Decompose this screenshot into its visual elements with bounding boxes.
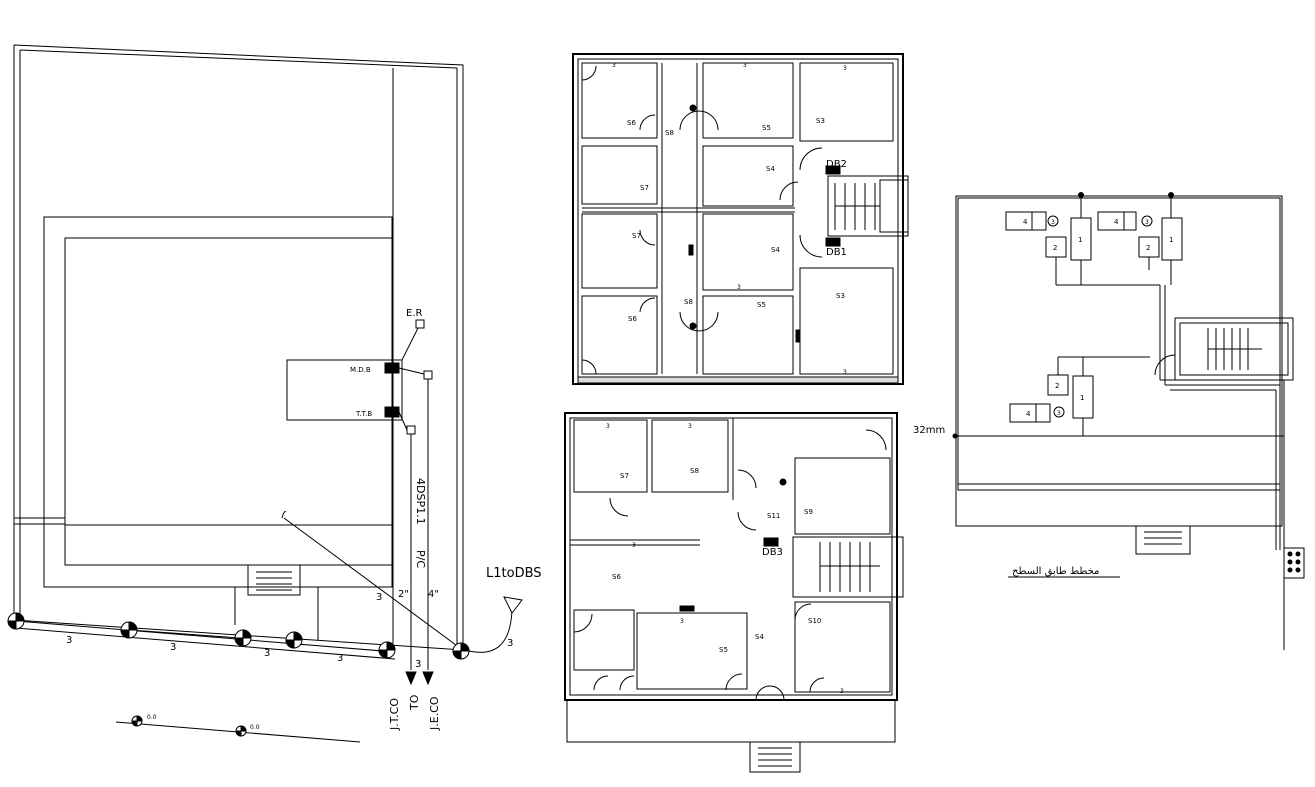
switch-label: S6 xyxy=(628,315,637,323)
db1-label: DB1 xyxy=(826,247,847,258)
unit-label: 2 xyxy=(1053,244,1057,252)
switch-label: S7 xyxy=(620,472,629,480)
to-label-2: J.E.CO xyxy=(428,696,441,731)
pipe-size-2: 4" xyxy=(428,589,439,600)
level-label-1: 0.0 xyxy=(147,714,157,721)
er-label: E.R xyxy=(406,308,422,319)
meter-box xyxy=(1283,547,1305,579)
pump-label: 3 xyxy=(1057,410,1061,417)
site-plan xyxy=(7,44,523,743)
first-floor-plan xyxy=(572,53,909,385)
mdb-room xyxy=(286,359,403,421)
circuit-number: 3 xyxy=(843,65,847,72)
roof-plan xyxy=(952,192,1305,650)
pole-markers xyxy=(7,612,470,660)
switch-label: S6 xyxy=(612,573,621,581)
to-label-1: J.T.CO xyxy=(388,698,401,731)
unit-label: 2 xyxy=(1055,382,1059,390)
pump-label: 3 xyxy=(1051,219,1055,226)
entrance-steps xyxy=(247,564,301,596)
switch-label: S11 xyxy=(767,512,780,520)
switch-label: S7 xyxy=(640,184,649,192)
pipe-size-label: 32mm xyxy=(913,425,945,436)
circuit-number: 3 xyxy=(843,369,847,376)
circuit-number: 3 xyxy=(840,688,844,695)
cable-label-2: P/C xyxy=(414,550,427,568)
unit-label: 2 xyxy=(1146,244,1150,252)
stair-block xyxy=(792,536,904,598)
segment-number: 3 xyxy=(170,642,176,653)
db2-label: DB2 xyxy=(826,159,847,170)
level-label-2: 0.0 xyxy=(250,724,260,731)
segment-number: 3 xyxy=(376,592,382,603)
switch-label: S5 xyxy=(757,301,766,309)
feed-arrow xyxy=(503,596,523,614)
db1-panel xyxy=(825,237,841,247)
plot-boundary xyxy=(13,44,464,651)
switch-label: S5 xyxy=(762,124,771,132)
arrow-down-1 xyxy=(405,671,417,686)
switch-label: S3 xyxy=(836,292,845,300)
segment-number: 3 xyxy=(415,659,421,670)
er-box xyxy=(415,319,425,329)
switch-label: S8 xyxy=(684,298,693,306)
circuit-number: 3 xyxy=(737,284,741,291)
segment-number: 3 xyxy=(337,653,343,664)
to-label-mid: TO xyxy=(408,694,421,711)
circuit-number: 3 xyxy=(612,62,616,69)
switch-label: S8 xyxy=(690,467,699,475)
switch-label: S8 xyxy=(665,129,674,137)
switch-label: S4 xyxy=(771,246,780,254)
circuit-number: 3 xyxy=(632,542,636,549)
segment-number: 3 xyxy=(66,635,72,646)
db2-panel xyxy=(825,165,841,175)
segment-number: 3 xyxy=(507,638,513,649)
segment-number: 3 xyxy=(264,648,270,659)
unit-label: 4 xyxy=(1114,218,1119,226)
feed-label: L1toDBS xyxy=(486,566,542,581)
switch-label: S10 xyxy=(808,617,821,625)
cable-label-1: 4DSP1.1 xyxy=(414,478,427,525)
circuit-number: 3 xyxy=(606,423,610,430)
switch-label: S4 xyxy=(755,633,764,641)
pipe-size-1: 2" xyxy=(398,589,409,600)
unit-label: 4 xyxy=(1026,410,1031,418)
switch-label: S9 xyxy=(804,508,813,516)
arrow-down-2 xyxy=(422,671,434,686)
ttb-panel xyxy=(384,406,400,418)
switch-label: S4 xyxy=(766,165,775,173)
switch-label: S3 xyxy=(816,117,825,125)
db3-label: DB3 xyxy=(762,547,783,558)
unit-label: 4 xyxy=(1023,218,1028,226)
db3-panel xyxy=(763,537,779,547)
switch-label: S6 xyxy=(627,119,636,127)
building-outline xyxy=(43,216,393,588)
switch-label: S5 xyxy=(719,646,728,654)
mdb-panel xyxy=(384,362,400,374)
ground-floor-plan xyxy=(564,412,904,773)
circuit-number: 3 xyxy=(688,423,692,430)
switch-label: S7 xyxy=(632,232,641,240)
mdb-label: M.D.B xyxy=(350,366,371,374)
unit-label: 1 xyxy=(1169,236,1173,244)
ttb-label: T.T.B xyxy=(355,410,372,418)
roof-plan-title: مخطط طابق السطح xyxy=(1012,566,1099,577)
circuit-number: 3 xyxy=(743,62,747,69)
unit-label: 1 xyxy=(1080,394,1084,402)
pump-label: 3 xyxy=(1145,219,1149,226)
unit-label: 1 xyxy=(1078,236,1082,244)
circuit-number: 3 xyxy=(680,618,684,625)
